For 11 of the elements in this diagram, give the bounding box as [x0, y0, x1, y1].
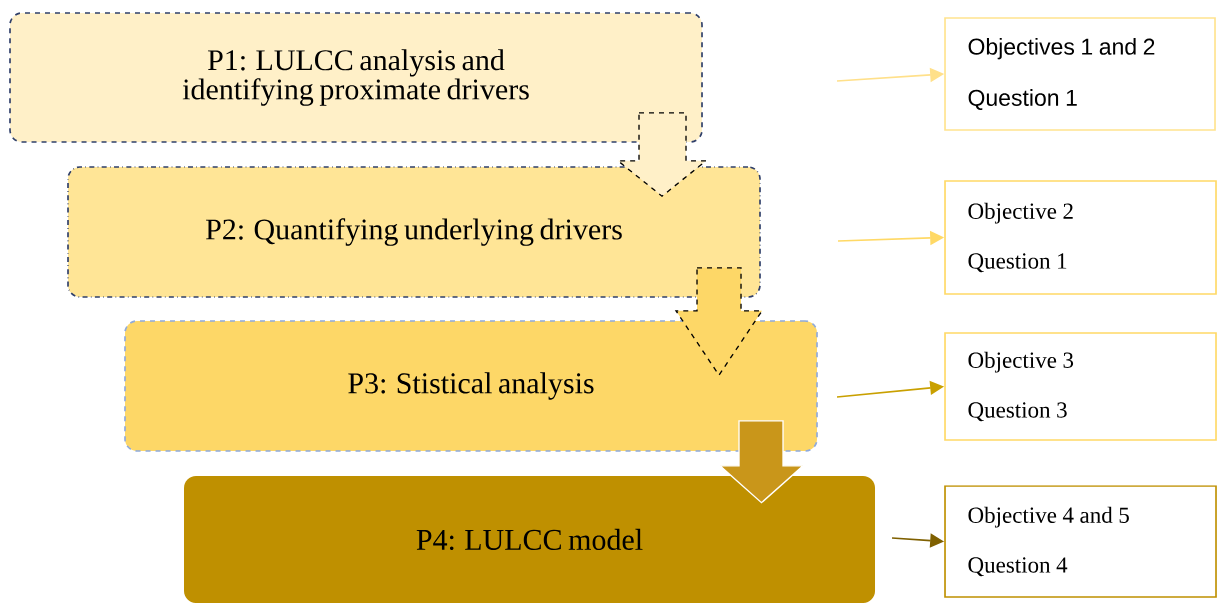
process-box: P2: Quantifying underlying drivers [67, 166, 761, 298]
process-box: P4: LULCC model [184, 476, 875, 603]
objective-box: Objective 4 and 5 Question 4 [944, 485, 1217, 598]
block-arrow [718, 420, 805, 504]
objective-box: Objective 3 Question 3 [944, 332, 1217, 441]
objective-box: Objective 2 Question 1 [944, 180, 1217, 295]
objective-box: Objectives 1 and 2 Question 1 [944, 17, 1216, 131]
block-arrow [674, 267, 764, 377]
process-box: P1: LULCC analysis and identifying proximate drivers [9, 12, 703, 143]
process-box: P3: Stistical analysis [124, 320, 818, 452]
block-arrow [616, 112, 708, 198]
